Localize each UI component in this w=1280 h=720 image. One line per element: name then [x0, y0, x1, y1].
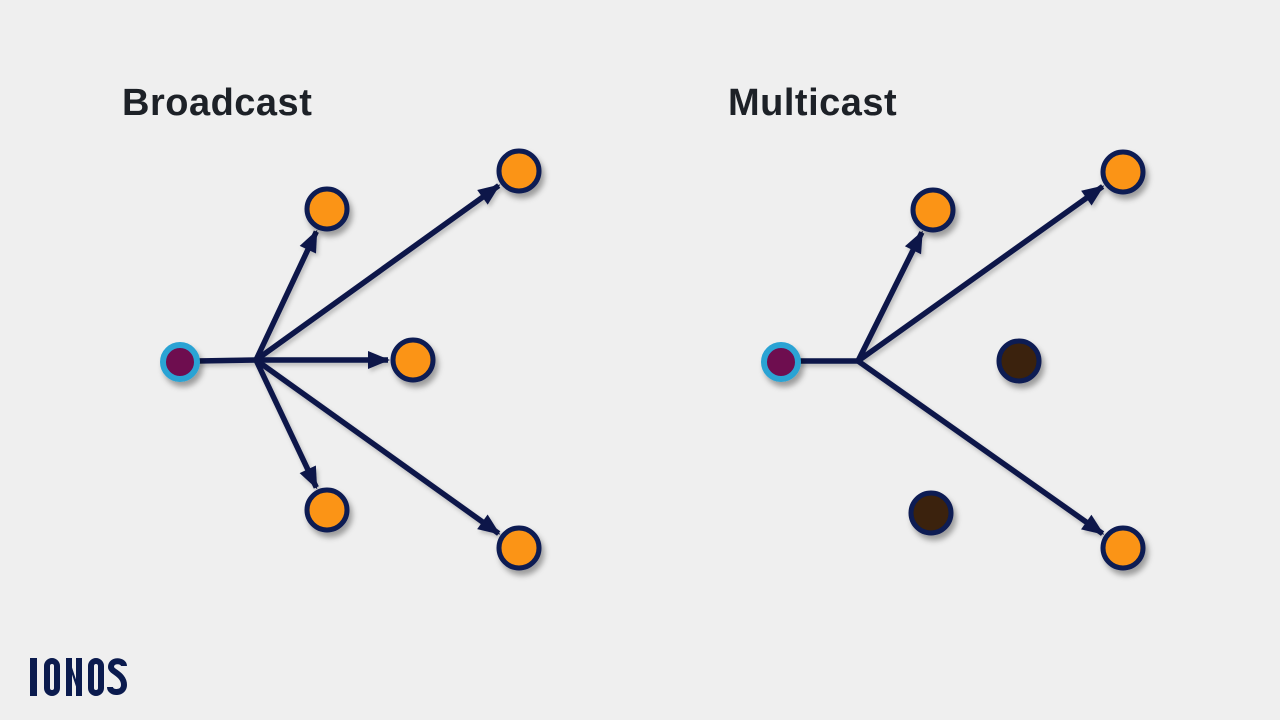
- logo-letter-o1: [44, 658, 60, 696]
- logo-letter-i: [30, 658, 37, 696]
- logo-letter-s: [107, 658, 127, 695]
- multicast-arrow-4: [856, 358, 1105, 536]
- ionos-logo: [30, 658, 127, 696]
- multicast-arrow-0: [855, 230, 925, 363]
- multicast-arrow-1: [856, 184, 1105, 364]
- broadcast-receiver-node-4: [496, 525, 542, 571]
- broadcast-receiver-node-0: [304, 186, 350, 232]
- multicast-title: Multicast: [728, 82, 898, 124]
- logo-letter-n-left: [66, 658, 72, 696]
- multicast-source-node: [761, 342, 801, 382]
- broadcast-arrow-1: [254, 183, 501, 363]
- broadcast-arrow-4: [254, 357, 501, 536]
- multicast-excluded-node-2: [996, 338, 1042, 384]
- broadcast-source-link: [196, 357, 257, 364]
- multicast-receiver-node-0: [910, 187, 956, 233]
- multicast-excluded-node-3: [908, 490, 954, 536]
- broadcast-arrow-0: [253, 229, 319, 362]
- multicast-receiver-node-1: [1100, 149, 1146, 195]
- broadcast-receiver-node-1: [496, 148, 542, 194]
- multicast-receiver-node-4: [1100, 525, 1146, 571]
- broadcast-title: Broadcast: [122, 82, 313, 124]
- broadcast-arrow-3: [253, 358, 319, 490]
- broadcast-receiver-node-3: [304, 487, 350, 533]
- logo-letter-n-right: [76, 658, 82, 696]
- broadcast-receiver-node-2: [390, 337, 436, 383]
- logo-letter-o2: [88, 658, 104, 696]
- logo-letter-n-diagonal: [66, 658, 82, 696]
- broadcast-source-node: [160, 342, 200, 382]
